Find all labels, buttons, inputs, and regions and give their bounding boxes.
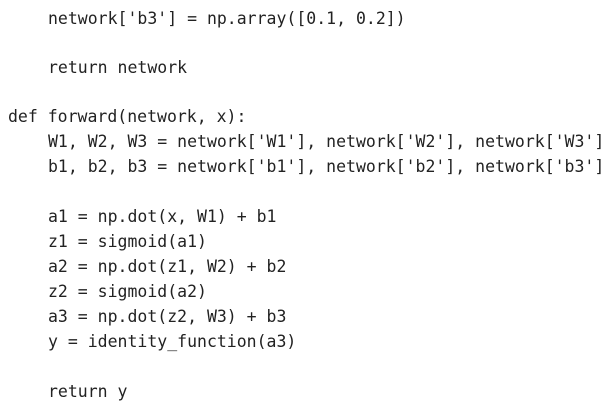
code-line: W1, W2, W3 = network['W1'], network['W2'… [48, 132, 605, 151]
code-line: a2 = np.dot(z1, W2) + b2 [48, 257, 287, 276]
code-line: def forward(network, x): [8, 107, 247, 126]
code-line: z1 = sigmoid(a1) [48, 232, 207, 251]
code-line: z2 = sigmoid(a2) [48, 282, 207, 301]
code-line: return network [48, 58, 188, 77]
code-line: y = identity_function(a3) [48, 332, 297, 351]
code-line: a1 = np.dot(x, W1) + b1 [48, 207, 277, 226]
code-line: a3 = np.dot(z2, W3) + b3 [48, 307, 287, 326]
code-line: return y [48, 382, 128, 401]
code-line: network['b3'] = np.array([0.1, 0.2]) [48, 9, 406, 28]
code-line: b1, b2, b3 = network['b1'], network['b2'… [48, 157, 605, 176]
